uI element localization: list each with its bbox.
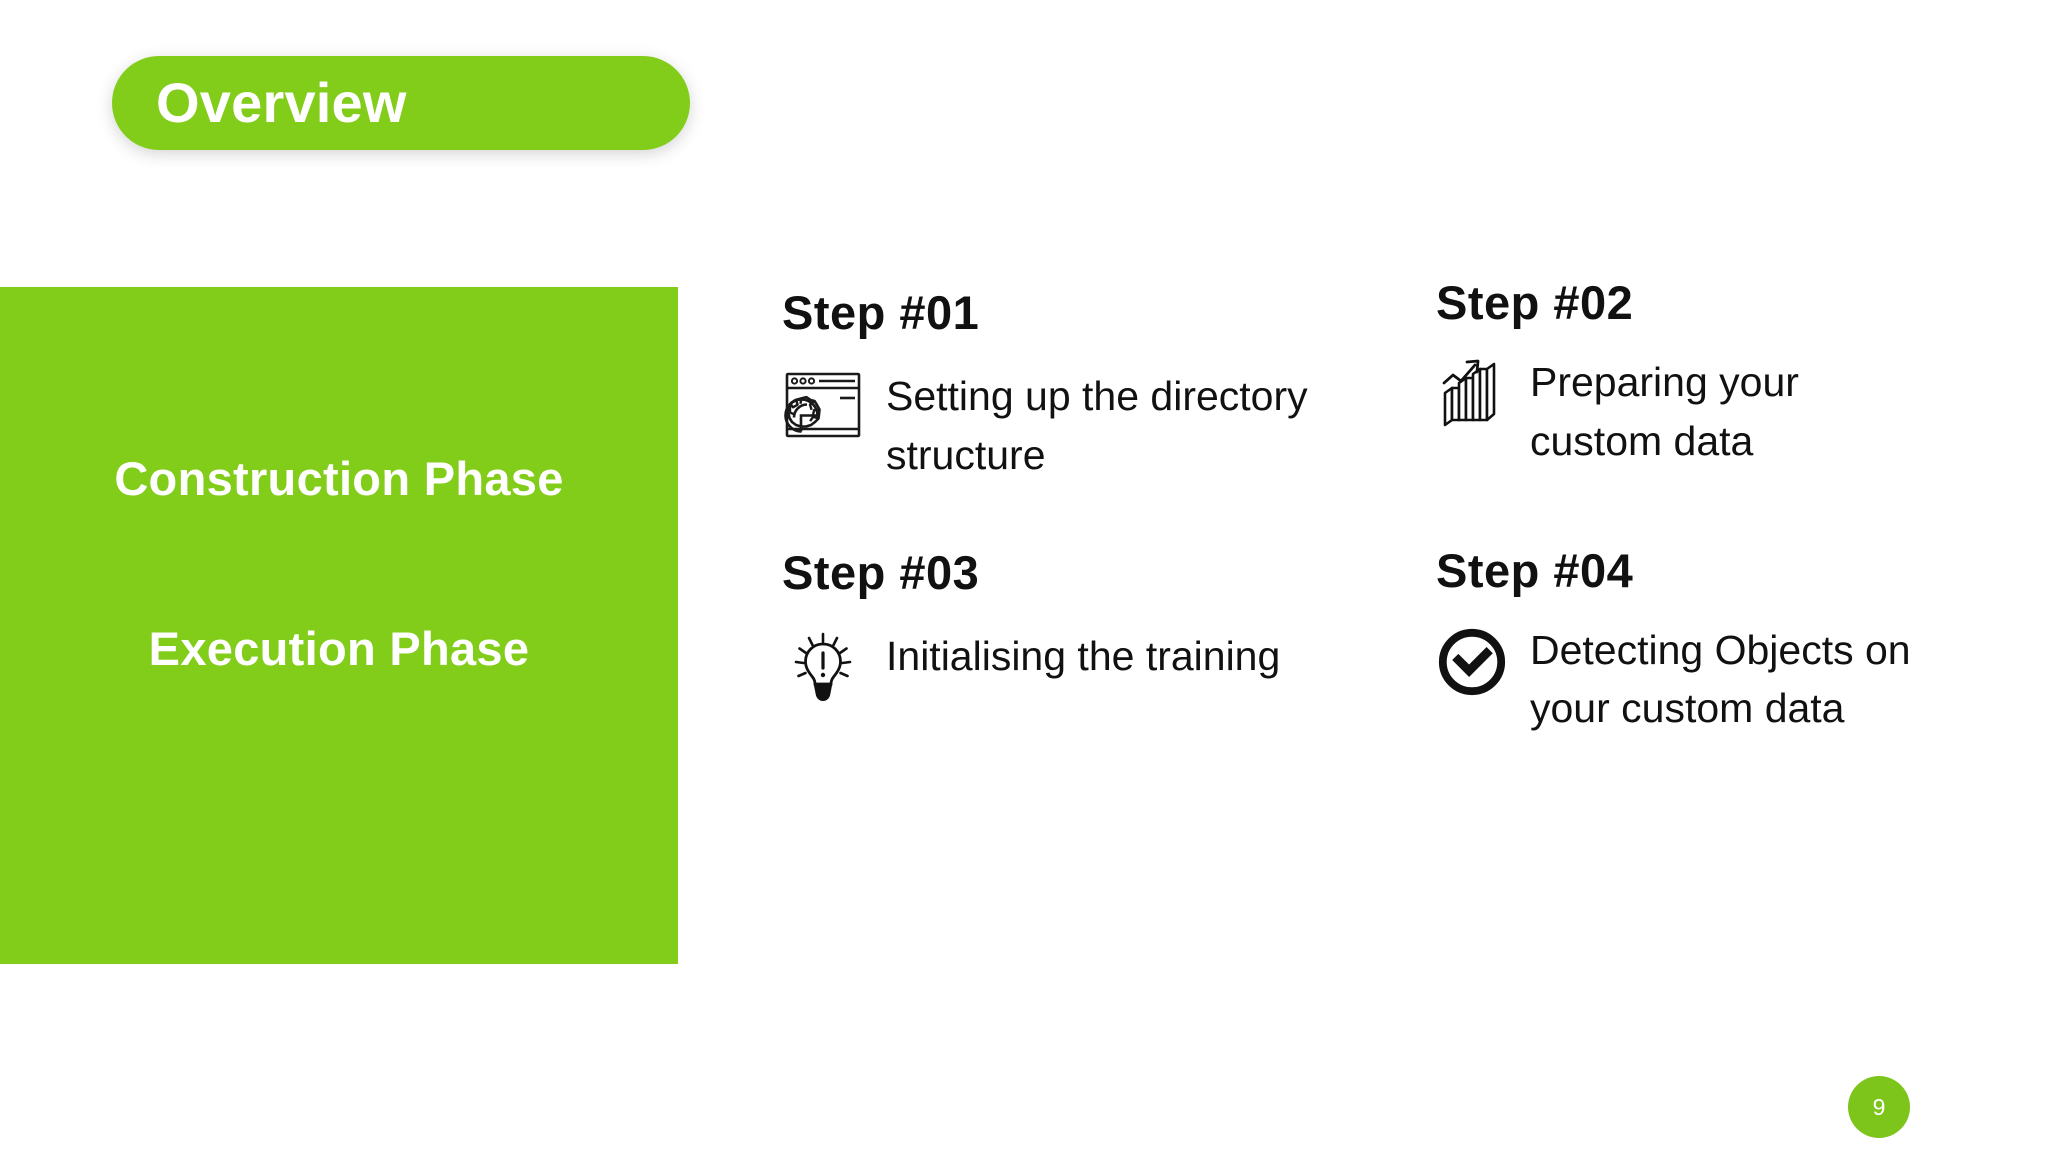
step-card-02: Step #02 bbox=[1432, 278, 1982, 484]
step-02-body: Preparing your custom data bbox=[1436, 353, 1982, 469]
lightbulb-idea-icon bbox=[782, 627, 864, 713]
step-04-text: Detecting Objects on your custom data bbox=[1530, 627, 1911, 732]
slide-title-pill: Overview bbox=[112, 56, 690, 150]
phase-panel: Construction Phase Execution Phase bbox=[0, 287, 678, 964]
bar-chart-growth-icon bbox=[1436, 353, 1508, 439]
step-02-title: Step #02 bbox=[1436, 276, 1634, 329]
step-02-text: Preparing your custom data bbox=[1530, 359, 1799, 464]
step-01-body: Setting up the directory structure bbox=[782, 367, 1432, 483]
browser-window-gear-icon bbox=[782, 367, 864, 453]
step-03-text: Initialising the training bbox=[886, 633, 1281, 680]
page-number-badge: 9 bbox=[1848, 1076, 1910, 1138]
step-04-body: Detecting Objects on your custom data bbox=[1436, 621, 1982, 737]
step-03-body: Initialising the training bbox=[782, 627, 1432, 713]
phase-label-construction: Construction Phase bbox=[114, 452, 564, 505]
step-card-03: Step #03 bbox=[782, 545, 1432, 738]
page-title: Overview bbox=[156, 71, 407, 134]
step-01-title: Step #01 bbox=[782, 286, 980, 339]
step-card-04: Step #04 Detecting Objects on your custo… bbox=[1432, 543, 1982, 738]
steps-grid: Step #01 Setting up the d bbox=[782, 278, 1982, 738]
check-circle-icon bbox=[1436, 621, 1508, 707]
phase-label-execution: Execution Phase bbox=[148, 621, 530, 675]
step-03-title: Step #03 bbox=[782, 545, 980, 599]
step-card-01: Step #01 Setting up the d bbox=[782, 288, 1432, 484]
page-number: 9 bbox=[1872, 1093, 1886, 1120]
step-04-title: Step #04 bbox=[1436, 543, 1634, 597]
step-01-text: Setting up the directory structure bbox=[886, 373, 1308, 478]
